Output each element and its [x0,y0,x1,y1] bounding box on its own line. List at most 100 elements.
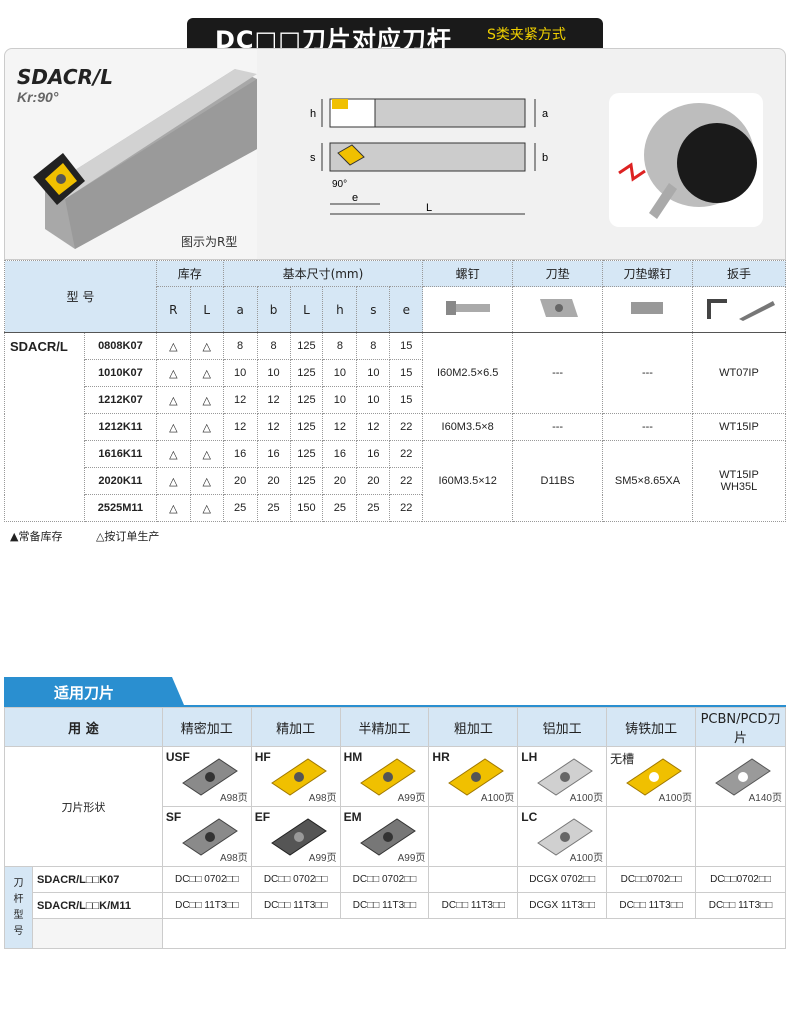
insert-cell: HR A100页 [428,746,519,807]
val-b: 12 [256,413,291,441]
pad-value: --- [512,413,604,441]
header-screw: 螺钉 [422,260,514,287]
insert-model: DC□□ 0702□□ [339,866,430,893]
wrench-icon [691,286,787,333]
insert-model: DC□□ 11T3□□ [695,892,786,919]
insert-cell: A140页 [695,746,786,807]
val-s: 8 [356,332,391,360]
insert-code: LH [521,750,538,764]
screw-value: I60M3.5×8 [422,413,514,441]
insert-page: A99页 [397,853,426,864]
stock-r: △ [155,386,191,414]
sub-l: L [189,286,224,333]
val-a: 20 [222,467,258,495]
stock-r: △ [155,440,191,468]
val-h: 10 [322,386,358,414]
stock-l: △ [189,332,224,360]
val-b: 20 [256,467,291,495]
figure-caption: 图示为R型 [181,235,238,249]
insert-cell: EF A99页 [250,806,341,867]
insert-page: A98页 [308,793,337,804]
col-cast-iron: 铸铁加工 [606,707,697,747]
insert-code: SF [165,810,182,824]
insert-page: A100页 [569,853,604,864]
insert-code: EM [343,810,362,824]
val-length: 125 [289,467,324,495]
val-length: 125 [289,386,324,414]
insert-cell-empty [428,806,519,867]
insert-page: A99页 [308,853,337,864]
header-model: 型 号 [4,260,157,333]
stock-l: △ [189,386,224,414]
sub-e: e [389,286,424,333]
insert-cell-empty [606,806,697,867]
empty-cell [31,918,163,949]
val-a: 16 [222,440,258,468]
insert-page: A98页 [219,853,248,864]
insert-page: A100页 [480,793,515,804]
stock-l: △ [189,413,224,441]
dim-s: s [310,152,316,164]
val-length: 125 [289,359,324,387]
dim-a: a [542,108,549,120]
screw-icon [422,286,514,333]
model-title: SDACR/L [17,65,113,89]
val-s: 20 [356,467,391,495]
val-length: 125 [289,440,324,468]
dim-angle: 90° [332,179,347,190]
legend: ▲常备库存 △按订单生产 [10,528,189,544]
row-code: 1212K11 [83,413,157,441]
row-code: 1212K07 [83,386,157,414]
val-b: 8 [256,332,291,360]
val-h: 20 [322,467,358,495]
stock-l: △ [189,494,224,522]
val-b: 10 [256,359,291,387]
insert-code: HM [343,750,363,764]
insert-code: EF [254,810,271,824]
tool-illustration-panel: SDACR/L Kr:90° 图示为R型 h s a b 90° e L [4,48,786,260]
clamp-image [618,103,757,219]
pad-value: --- [512,332,604,414]
screw-value: I60M3.5×12 [422,440,514,522]
screw-value: I60M2.5×6.5 [422,332,514,414]
col-semi-finish: 半精加工 [339,707,430,747]
wrench-value-1: WT15IP [719,469,759,481]
header-pad: 刀垫 [512,260,604,287]
insert-model: DC□□ 0702□□ [161,866,252,893]
insert-model: DCGX 11T3□□ [517,892,608,919]
sub-a: a [222,286,258,333]
insert-code: HR [432,750,450,764]
row-code: 2525M11 [83,494,157,522]
stock-r: △ [155,494,191,522]
val-a: 12 [222,386,258,414]
insert-model: DC□□ 11T3□□ [339,892,430,919]
sub-r: R [155,286,191,333]
header-wrench: 扳手 [691,260,787,287]
sub-s: s [356,286,391,333]
row-code: 0808K07 [83,332,157,360]
insert-page: A100页 [658,793,693,804]
shape-label: 刀片形状 [4,746,163,867]
spec-table: 型 号 库存 基本尺寸(mm) 螺钉 刀垫 刀垫螺钉 扳手 R L a b L … [4,260,787,522]
insert-cell: EM A99页 [339,806,430,867]
col-aluminum: 铝加工 [517,707,608,747]
val-h: 12 [322,413,358,441]
val-s: 10 [356,359,391,387]
val-a: 10 [222,359,258,387]
insert-model: DC□□0702□□ [606,866,697,893]
val-s: 25 [356,494,391,522]
sub-length: L [289,286,324,333]
wrench-value-2: WH35L [720,481,758,493]
wrench-value: WT15IP [691,413,787,441]
sub-h: h [322,286,358,333]
stock-l: △ [189,440,224,468]
val-e: 22 [389,413,424,441]
wrench-value: WT07IP [691,332,787,414]
legend-order: △按订单生产 [95,530,160,543]
